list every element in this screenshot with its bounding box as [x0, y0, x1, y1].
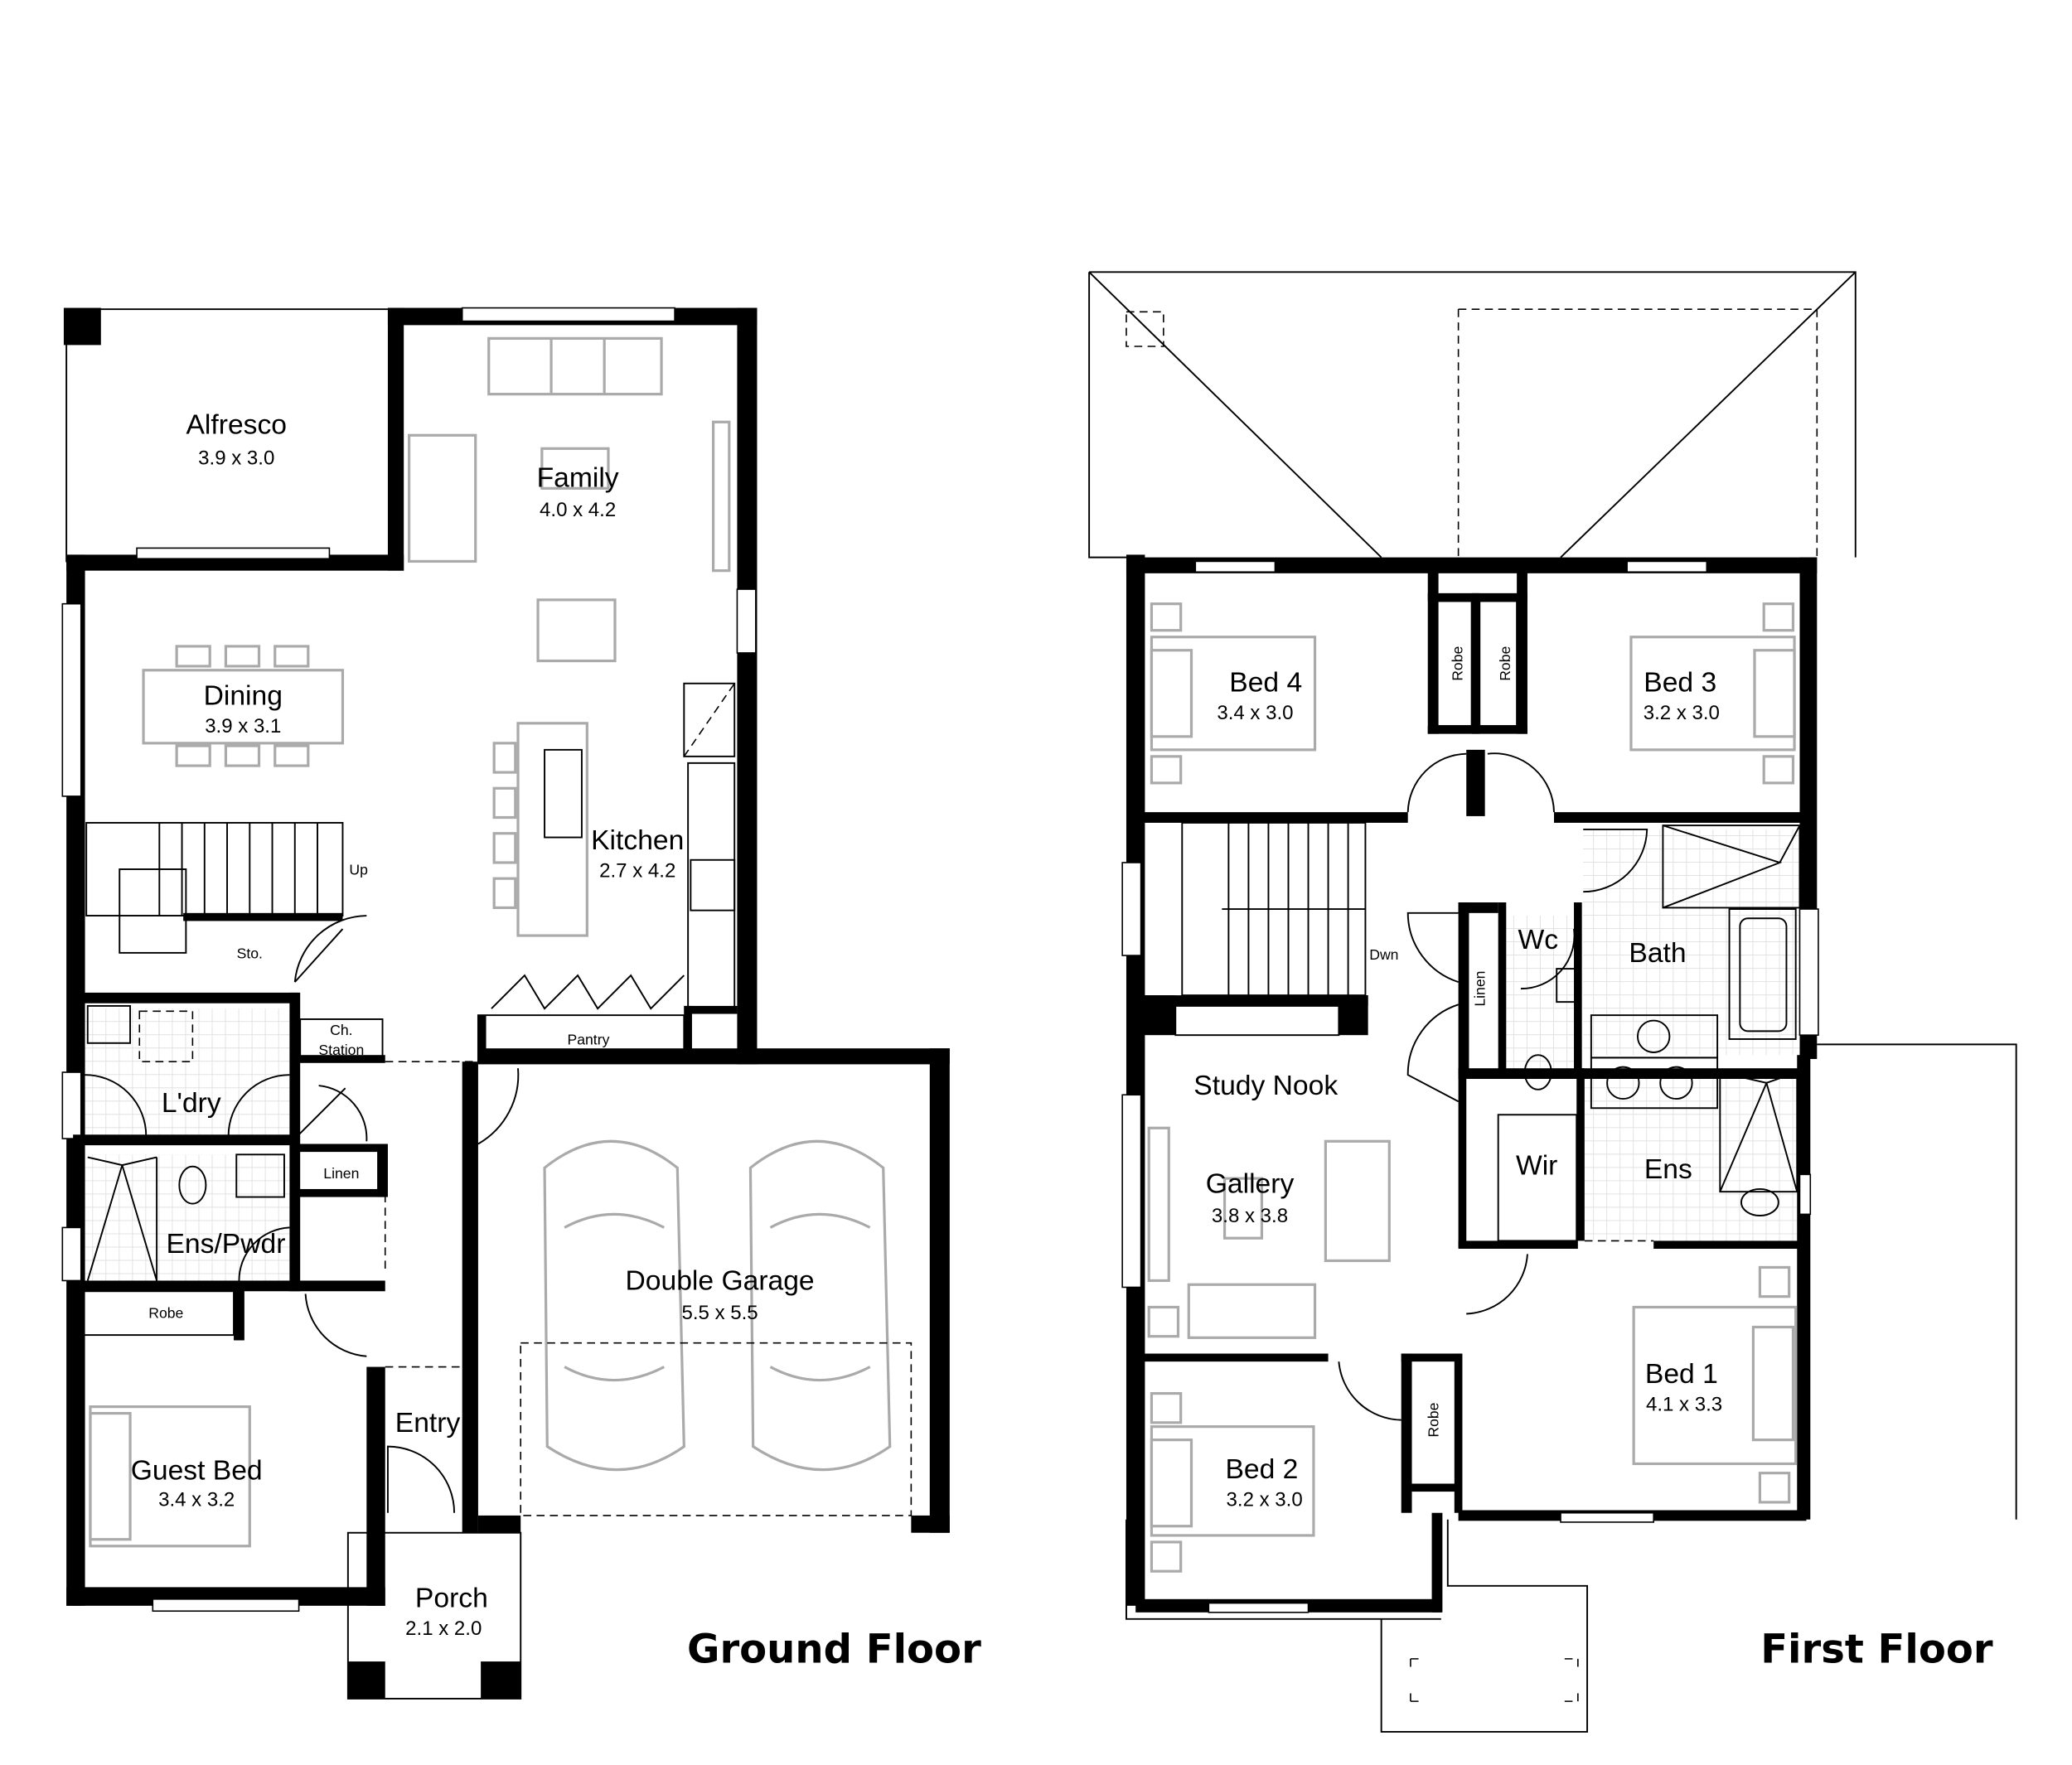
room-name-bed-2: Bed 2	[1225, 1454, 1298, 1485]
room-size-bed-3: 3.2 x 3.0	[1644, 702, 1720, 724]
label-linen: Linen	[1472, 971, 1489, 1007]
room-size-alfresco: 3.9 x 3.0	[198, 447, 274, 470]
room-size-kitchen: 2.7 x 4.2	[599, 860, 675, 882]
label-dwn: Dwn	[1369, 946, 1398, 963]
staircase	[119, 822, 318, 954]
room-size-bed-1: 4.1 x 3.3	[1646, 1393, 1722, 1415]
kitchen-stools	[492, 742, 517, 910]
room-size-guest-bed: 3.4 x 3.2	[158, 1489, 235, 1511]
bed-2	[1150, 1391, 1315, 1573]
room-size-double-garage: 5.5 x 5.5	[682, 1302, 758, 1324]
label-store: Sto.	[237, 945, 263, 961]
room-name-bed-1: Bed 1	[1645, 1359, 1718, 1390]
room-name-gallery: Gallery	[1206, 1169, 1295, 1200]
bed-4	[1150, 602, 1317, 785]
label-wir: Wir	[1516, 1150, 1557, 1181]
ground-floor-plan: Alfresco 3.9 x 3.0 Family 4.0 x 4.2 Dini…	[61, 307, 981, 1700]
room-name-bed-3: Bed 3	[1644, 667, 1716, 698]
label-ens: Ens	[1644, 1154, 1692, 1185]
label-laundry: L'dry	[162, 1088, 221, 1119]
label-entry: Entry	[395, 1408, 461, 1439]
label-ens-pwdr: Ens/Pwdr	[166, 1229, 285, 1260]
label-bath: Bath	[1629, 938, 1686, 969]
room-name-double-garage: Double Garage	[626, 1266, 815, 1297]
car-left	[543, 1139, 685, 1472]
label-robe-b: Robe	[1497, 646, 1513, 681]
label-linen: Linen	[323, 1165, 359, 1182]
room-name-porch: Porch	[415, 1583, 488, 1613]
label-robe-c: Robe	[1426, 1402, 1442, 1437]
label-wc: Wc	[1518, 925, 1558, 955]
room-size-bed-2: 3.2 x 3.0	[1227, 1489, 1303, 1511]
label-robe: Robe	[148, 1304, 183, 1321]
first-floor-plan: Bed 4 3.4 x 3.0 Bed 3 3.2 x 3.0 Gallery …	[1088, 271, 2017, 1733]
room-size-dining: 3.9 x 3.1	[205, 715, 281, 737]
dining-chairs	[175, 645, 310, 767]
car-right	[748, 1139, 892, 1472]
label-ch-station-1: Ch.	[330, 1022, 352, 1038]
room-size-family: 4.0 x 4.2	[540, 499, 616, 521]
room-name-alfresco: Alfresco	[186, 410, 288, 441]
room-size-porch: 2.1 x 2.0	[405, 1618, 482, 1640]
label-ch-station-2: Station	[318, 1042, 364, 1058]
bed-3	[1629, 602, 1796, 785]
first-floor-title: First Floor	[1760, 1627, 1993, 1673]
ground-floor-title: Ground Floor	[687, 1627, 981, 1673]
room-name-bed-4: Bed 4	[1229, 667, 1302, 698]
label-up: Up	[349, 861, 368, 878]
label-robe-a: Robe	[1449, 646, 1465, 681]
label-study-nook: Study Nook	[1193, 1071, 1338, 1101]
room-name-dining: Dining	[204, 680, 283, 711]
room-name-family: Family	[537, 463, 619, 494]
room-name-kitchen: Kitchen	[591, 825, 684, 856]
label-pantry: Pantry	[567, 1031, 609, 1047]
room-size-gallery: 3.8 x 3.8	[1212, 1205, 1288, 1227]
bed-1	[1632, 1265, 1798, 1504]
room-name-guest-bed: Guest Bed	[131, 1456, 263, 1487]
room-size-bed-4: 3.4 x 3.0	[1217, 702, 1293, 724]
